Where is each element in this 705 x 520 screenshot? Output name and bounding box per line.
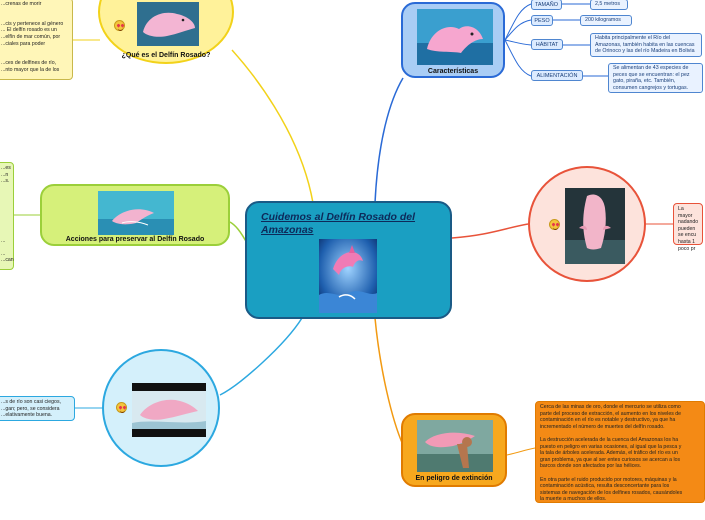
heart-eyes-emoji-icon [114, 20, 125, 31]
value-alimentacion[interactable]: Se alimentan de 43 especies de peces que… [608, 63, 703, 93]
pink-dolphin-photo [137, 2, 199, 46]
link-peligro [374, 317, 404, 446]
topic-acciones-label: Acciones para preservar al Delfín Rosado [65, 236, 205, 243]
label-tamano[interactable]: TAMAÑO [531, 0, 562, 10]
topic-acciones[interactable]: Acciones para preservar al Delfín Rosado [40, 184, 230, 246]
topic-caracteristicas-label: Características [427, 68, 479, 75]
label-peso[interactable]: PESO [531, 15, 553, 26]
topic-que-es[interactable]: ¿Qué es el Delfín Rosado? [98, 0, 234, 64]
note-que-es[interactable]: ...crenas de morir ...cis y pertenece al… [0, 0, 73, 80]
central-title: Cuidemos al Delfín Rosado del Amazonas [261, 211, 416, 236]
value-habitat[interactable]: Habita principalmente el Río del Amazona… [590, 33, 702, 57]
heart-eyes-emoji-icon [549, 219, 560, 230]
note-acciones[interactable]: ...es ...n ...s. ... ... ...can [0, 162, 14, 270]
topic-peligro-label: En peligro de extinción [415, 475, 493, 482]
dolphin-held-photo [417, 420, 493, 472]
link-que-es [231, 49, 314, 204]
dolphin-surface-photo [132, 383, 206, 437]
dolphin-leaping-photo [98, 191, 174, 235]
link-caracteristicas [374, 77, 404, 204]
topic-caracteristicas[interactable]: Características [401, 2, 505, 78]
link-right [451, 223, 529, 239]
value-tamano[interactable]: 2,5 metros [590, 0, 628, 10]
label-habitat[interactable]: HÁBITAT [531, 39, 563, 50]
label-alimentacion[interactable]: ALIMENTACIÓN [531, 70, 583, 81]
note-right[interactable]: La mayor nadando pueden se encu hasta 1 … [673, 203, 703, 252]
topic-que-es-label: ¿Qué es el Delfín Rosado? [121, 52, 211, 59]
link-bottom-left [219, 317, 303, 396]
heart-eyes-emoji-icon [116, 402, 127, 413]
pink-dolphin-upright-photo [565, 188, 625, 264]
topic-peligro[interactable]: En peligro de extinción [401, 413, 507, 487]
dolphin-photo [417, 9, 493, 65]
dolphin-jumping-image [319, 239, 377, 313]
value-peso[interactable]: 200 kilogramos [580, 15, 632, 26]
topic-red-node[interactable] [528, 166, 646, 282]
central-topic[interactable]: Cuidemos al Delfín Rosado del Amazonas [245, 201, 452, 319]
note-bottom-left[interactable]: ...s de río son casi ciegos, ...gan; per… [0, 396, 75, 421]
note-peligro[interactable]: Cerca de las minas de oro, donde el merc… [535, 401, 705, 503]
